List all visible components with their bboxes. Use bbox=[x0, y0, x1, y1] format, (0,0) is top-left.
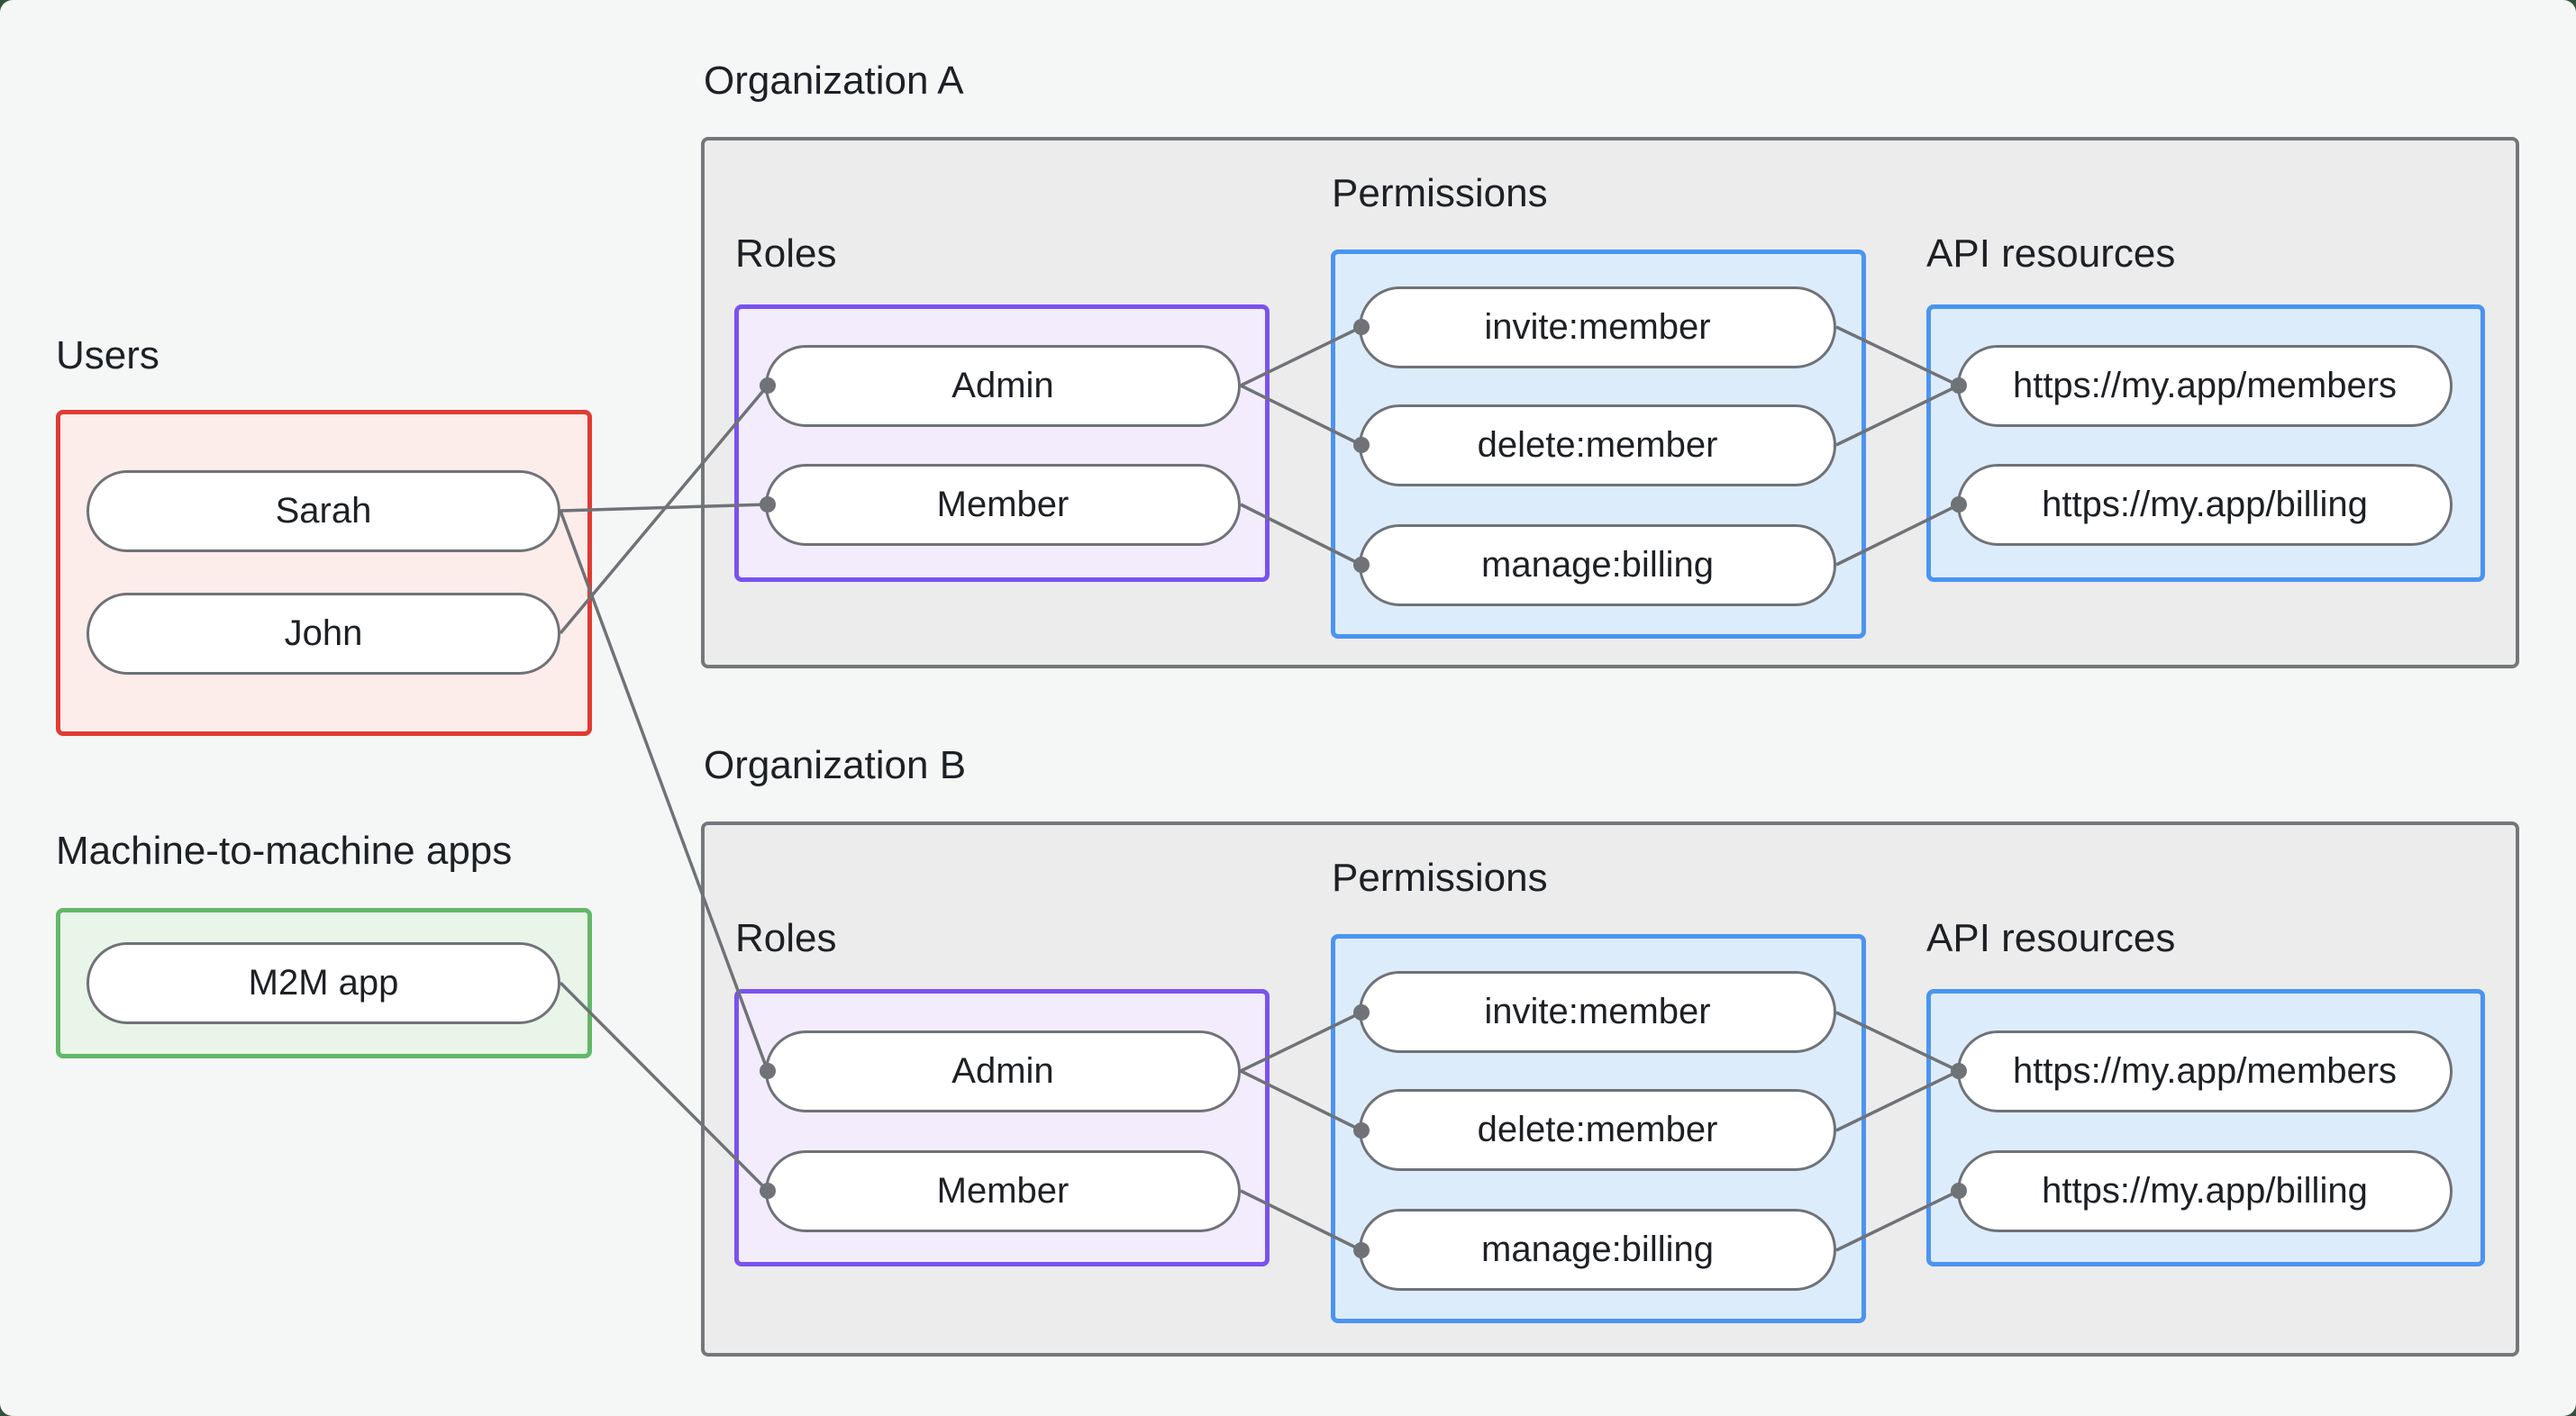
node-org-b-api-billing: https://my.app/billing bbox=[1957, 1150, 2453, 1232]
org-b-roles-label: Roles bbox=[735, 916, 837, 960]
node-org-a-api-members: https://my.app/members bbox=[1957, 345, 2453, 427]
node-org-b-role-member: Member bbox=[765, 1150, 1241, 1232]
org-a-roles-label: Roles bbox=[735, 231, 837, 276]
node-user-john: John bbox=[86, 593, 560, 675]
org-a-permissions-label: Permissions bbox=[1332, 171, 1548, 215]
node-org-b-api-members: https://my.app/members bbox=[1957, 1030, 2453, 1112]
node-org-b-role-admin: Admin bbox=[765, 1030, 1241, 1112]
org-b-api-label: API resources bbox=[1926, 916, 2176, 960]
users-group-label: Users bbox=[56, 333, 159, 377]
node-org-a-role-member: Member bbox=[765, 464, 1241, 546]
node-org-b-perm-invite: invite:member bbox=[1359, 971, 1836, 1053]
node-org-a-perm-billing: manage:billing bbox=[1359, 524, 1836, 606]
node-org-a-perm-invite: invite:member bbox=[1359, 286, 1836, 368]
org-a-api-label: API resources bbox=[1926, 231, 2176, 276]
users-group-box bbox=[56, 410, 592, 736]
m2m-group-label: Machine-to-machine apps bbox=[56, 829, 513, 873]
org-b-label: Organization B bbox=[704, 743, 967, 787]
node-user-sarah: Sarah bbox=[86, 470, 560, 552]
node-org-a-perm-delete: delete:member bbox=[1359, 404, 1836, 486]
node-org-a-role-admin: Admin bbox=[765, 345, 1241, 427]
org-b-permissions-label: Permissions bbox=[1332, 856, 1548, 900]
node-org-b-perm-billing: manage:billing bbox=[1359, 1209, 1836, 1291]
node-m2m-app: M2M app bbox=[86, 942, 560, 1024]
node-org-a-api-billing: https://my.app/billing bbox=[1957, 464, 2453, 546]
org-a-label: Organization A bbox=[704, 59, 964, 103]
node-org-b-perm-delete: delete:member bbox=[1359, 1089, 1836, 1171]
